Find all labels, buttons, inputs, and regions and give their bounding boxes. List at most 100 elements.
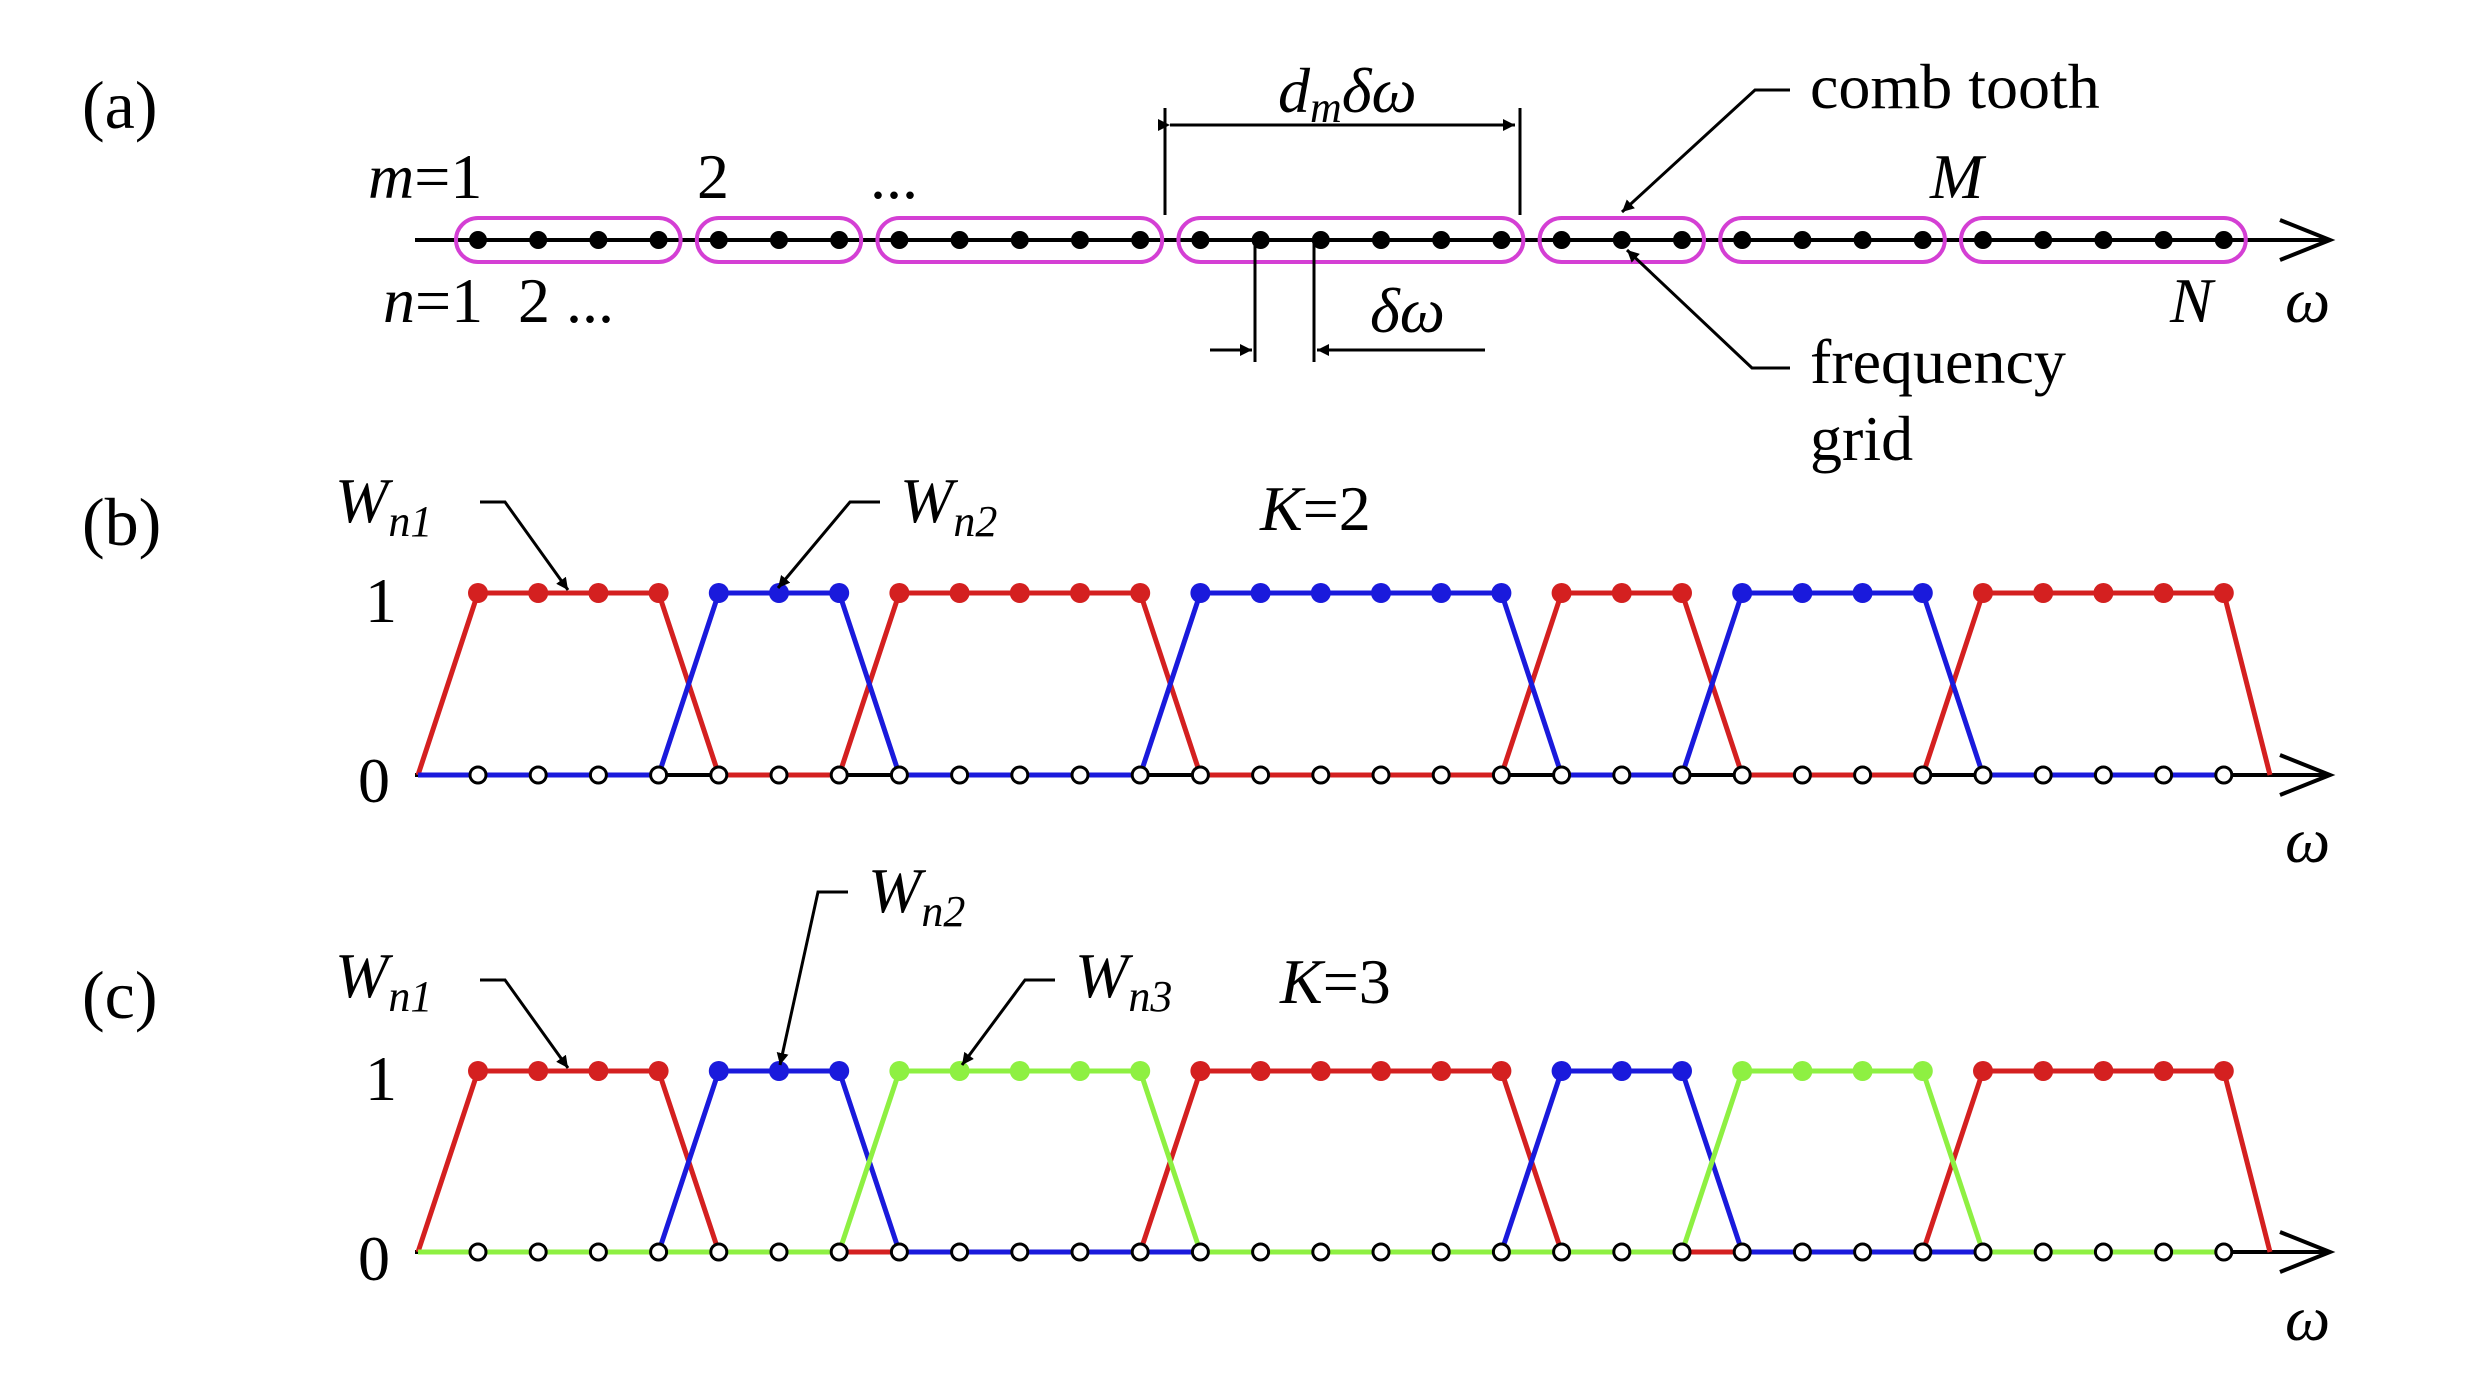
panel-c-y0-label: 0 <box>358 1223 390 1294</box>
weight-one-point <box>1611 583 1632 603</box>
weight-one-point <box>468 583 488 603</box>
grid-dot <box>469 231 487 249</box>
weight-one-point <box>1371 583 1391 603</box>
grid-dot <box>1131 231 1150 249</box>
panel-b-curves <box>415 590 2273 778</box>
comb-tooth-label: comb tooth <box>1810 51 2100 122</box>
grid-dot <box>1552 231 1571 249</box>
weight-zero-point <box>889 1242 909 1262</box>
weight-zero-point <box>1672 765 1692 785</box>
weight-one-point <box>1070 583 1090 603</box>
panel-c-y1-label: 1 <box>365 1043 397 1114</box>
weight-one-point <box>648 583 669 603</box>
weight-zero-point <box>769 765 789 785</box>
weight-zero-point <box>889 765 909 785</box>
weight-zero-point <box>1973 1242 1993 1262</box>
weight-one-point <box>648 1061 669 1081</box>
weight-one-point <box>889 1061 910 1081</box>
grid-dot <box>2034 231 2053 249</box>
weight-zero-point <box>1311 765 1331 785</box>
weight-zero-point <box>649 765 669 785</box>
weight-one-point <box>1551 583 1572 603</box>
weight-zero-point <box>1732 765 1752 785</box>
weight-zero-point <box>1973 765 1993 785</box>
grid-dot <box>709 231 728 249</box>
panel-b-k-label: K=2 <box>1259 473 1371 544</box>
weight-zero-point <box>1672 1242 1692 1262</box>
weight-zero-point <box>1491 1242 1511 1262</box>
grid-dot <box>830 231 849 249</box>
weight-one-point <box>2033 1061 2054 1081</box>
panel-c-w1-leader <box>480 978 570 1069</box>
grid-dot <box>1913 231 1932 249</box>
weight-zero-point <box>2093 1242 2113 1262</box>
weight-zero-point <box>709 1242 729 1262</box>
weight-one-point <box>1973 1061 1993 1081</box>
grid-dot <box>2094 231 2113 249</box>
frequency-grid-label-1: frequency <box>1810 326 2066 397</box>
weight-zero-point <box>2033 765 2053 785</box>
weight-curve-w1 <box>415 590 2273 778</box>
weight-one-point <box>1250 1061 1271 1081</box>
weight-one-point <box>468 1061 488 1081</box>
panel-a: (a) m=1 2 ... M n=1 2 ... N ω dmδω δω co… <box>82 51 2336 474</box>
comb-group-outline <box>454 216 683 264</box>
weight-one-point <box>528 1061 549 1081</box>
frequency-grid-label-2: grid <box>1810 403 1913 474</box>
weight-zero-point <box>1190 1242 1210 1262</box>
weight-zero-point <box>2154 765 2174 785</box>
weight-one-point <box>1732 583 1753 603</box>
m-first-label: m=1 <box>368 141 482 212</box>
weight-zero-point <box>2033 1242 2053 1262</box>
comb-group-outline <box>1176 216 1526 264</box>
weight-zero-point <box>588 1242 608 1262</box>
weight-zero-point <box>2154 1242 2174 1262</box>
weight-one-point <box>2153 583 2174 603</box>
weight-one-point <box>1551 1061 1572 1081</box>
panel-b-w1-leader <box>480 500 570 591</box>
weight-one-point <box>1371 1061 1391 1081</box>
axis-a-arrow <box>2279 218 2336 262</box>
weight-one-point <box>1310 583 1331 603</box>
delta-label: δω <box>1370 275 1445 346</box>
panel-b-w2-label: Wn2 <box>900 465 997 546</box>
weight-zero-point <box>528 765 548 785</box>
omega-a-label: ω <box>2285 265 2330 336</box>
grid-dot <box>1311 231 1330 249</box>
grid-dot <box>1612 231 1631 249</box>
frequency-grid-leader <box>1625 248 1790 370</box>
weight-one-point <box>949 1061 970 1081</box>
comb-groups <box>454 216 2248 264</box>
grid-dot <box>1432 231 1451 249</box>
weight-one-point <box>708 583 729 603</box>
weight-zero-point <box>649 1242 669 1262</box>
weight-zero-point <box>1251 1242 1271 1262</box>
weight-zero-point <box>1130 765 1150 785</box>
weight-zero-point <box>1070 1242 1090 1262</box>
weight-one-point <box>1491 583 1512 603</box>
weight-zero-point <box>1552 1242 1572 1262</box>
weight-one-point <box>769 1061 789 1081</box>
weight-zero-point <box>1190 765 1210 785</box>
panel-c-w3-leader <box>960 978 1055 1066</box>
weight-one-point <box>769 583 789 603</box>
grid-dot <box>589 231 608 249</box>
panel-b-y0-label: 0 <box>358 745 390 816</box>
grid-dot <box>649 231 668 249</box>
weight-zero-point <box>1913 1242 1933 1262</box>
weight-zero-point <box>709 765 729 785</box>
comb-group-outline <box>1959 216 2248 264</box>
weight-one-point <box>949 583 970 603</box>
weight-one-point <box>1852 583 1873 603</box>
comb-group-outline <box>875 216 1165 264</box>
panel-b: (b) 1 0 ω K=2 Wn1 Wn2 <box>82 465 2336 876</box>
weight-zero-point <box>1311 1242 1331 1262</box>
panel-a-label: (a) <box>82 67 157 143</box>
weight-zero-point <box>1010 1242 1030 1262</box>
panel-c-w1-label: Wn1 <box>335 940 432 1021</box>
axis-c-arrow <box>2279 1230 2336 1274</box>
frequency-grid-dots <box>469 231 2233 249</box>
weight-one-point <box>2093 583 2114 603</box>
weight-zero-point <box>1431 765 1451 785</box>
